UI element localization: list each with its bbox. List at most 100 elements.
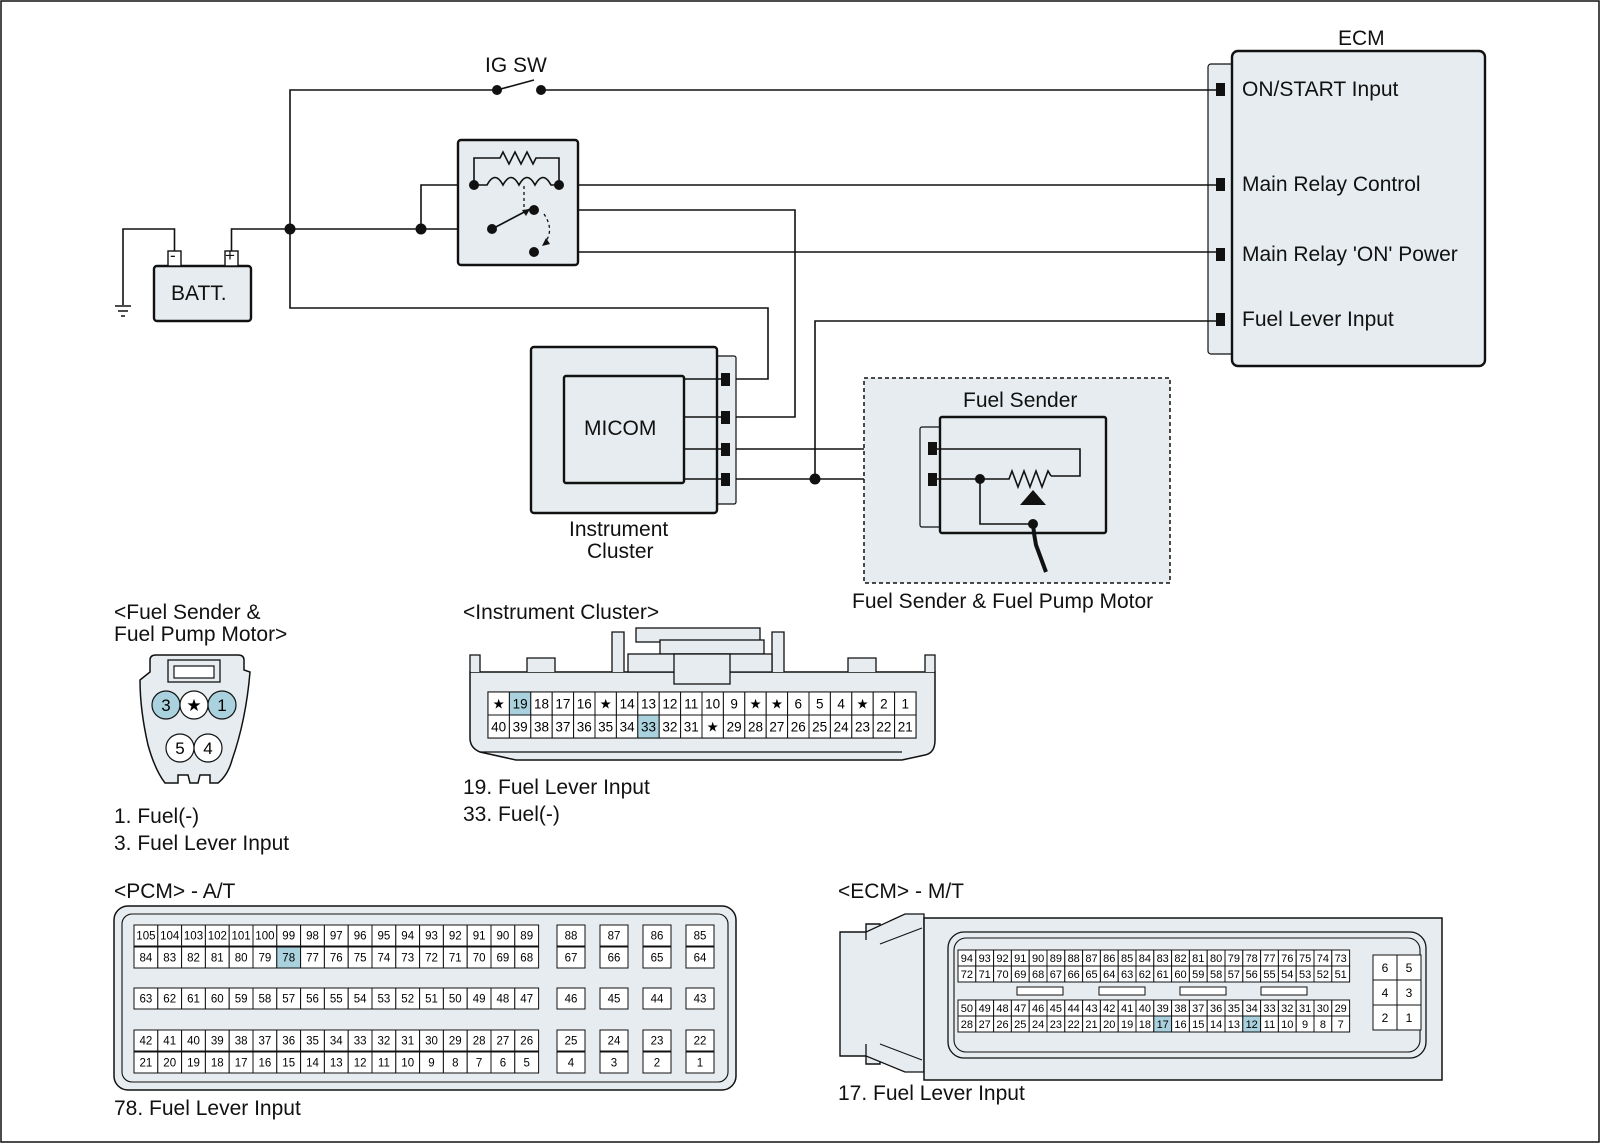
pcm-pin-cell: [556, 987, 586, 1010]
pcm-pin-label: 29: [449, 1036, 462, 1048]
ecm-pin-label: 68: [1032, 969, 1044, 981]
pcm-pin-label: 89: [520, 931, 533, 943]
cluster-pin-label: 17: [555, 696, 570, 711]
pcm-pin-label: 25: [565, 1036, 578, 1048]
ecm-pin-label: 6: [1382, 961, 1389, 975]
cluster-pin-label: 14: [620, 696, 636, 711]
cluster-pin-label: 28: [748, 719, 763, 734]
pcm-pin-label: 90: [497, 931, 510, 943]
pcm-pin-cell: [685, 987, 715, 1010]
pcm-pin-label: 94: [401, 931, 414, 943]
pcm-pin-label: 40: [187, 1036, 200, 1048]
ecm-pin-label: 87: [1085, 953, 1097, 965]
ecm-pin-label: 17: [1157, 1019, 1169, 1031]
cluster-pin-label: 25: [812, 719, 827, 734]
ecm-pin-label: 67: [1050, 969, 1062, 981]
ecm-pin-label: 34: [1246, 1003, 1258, 1015]
ecm-pin-label: 55: [1263, 969, 1275, 981]
ecm-connector-title: <ECM> - M/T: [838, 880, 965, 903]
pcm-pin-label: 7: [476, 1058, 482, 1070]
pcm-pin-label: 67: [565, 953, 578, 965]
ecm-pin-cell: [1331, 1015, 1351, 1033]
ecm-pin-label: 4: [1382, 986, 1389, 1000]
pcm-pin-label: 103: [184, 931, 203, 943]
ecm-legend: 17. Fuel Lever Input: [838, 1082, 1025, 1105]
cluster-pin-label: 6: [795, 696, 803, 711]
ecm-pin-label: 29: [1335, 1003, 1347, 1015]
pcm-pin-label: 68: [520, 953, 533, 965]
ecm-pin-label: 24: [1032, 1019, 1044, 1031]
cluster-pin-label: ★: [771, 696, 783, 711]
pcm-pin-label: 80: [235, 953, 248, 965]
ecm-pin-label: 10: [1281, 1019, 1293, 1031]
ecm-pin-label: 52: [1317, 969, 1329, 981]
pcm-pin-label: 75: [354, 953, 367, 965]
pcm-pin-cell: [642, 1051, 672, 1074]
pcm-pin-cell: [514, 987, 540, 1010]
pcm-pin-label: 18: [211, 1058, 224, 1070]
ecm-pin-label: 7: [1338, 1019, 1344, 1031]
pcm-pin-label: 49: [473, 994, 486, 1006]
pcm-pin-label: 55: [330, 994, 343, 1006]
pcm-pin-cell: [514, 924, 540, 947]
pcm-pin-cell: [514, 946, 540, 969]
ecm-pin-label: 26: [996, 1019, 1008, 1031]
ecm-pin-label: 63: [1121, 969, 1133, 981]
ecm-pin-label: 56: [1246, 969, 1258, 981]
pcm-pin-label: 73: [401, 953, 414, 965]
pcm-pin-label: 79: [259, 953, 272, 965]
pcm-pin-cell: [556, 946, 586, 969]
cluster-pin-label: 2: [880, 696, 888, 711]
cluster-pin-label: 35: [598, 719, 613, 734]
pcm-pin-label: 47: [520, 994, 533, 1006]
pcm-pin-label: 45: [608, 994, 621, 1006]
pcm-pin-label: 2: [654, 1058, 660, 1070]
fuel-pin-1: 1: [217, 696, 226, 715]
fuel-connector-title-2: Fuel Pump Motor>: [114, 623, 288, 646]
pcm-pin-cell: [599, 1029, 629, 1052]
cluster-pin-label: ★: [600, 696, 612, 711]
ecm-pin-label: 43: [1085, 1003, 1097, 1015]
pcm-pin-label: 42: [140, 1036, 153, 1048]
pcm-pin-label: 31: [401, 1036, 414, 1048]
pcm-pin-label: 88: [565, 931, 578, 943]
ecm-pin-label: 72: [961, 969, 973, 981]
ecm-pin-label: 66: [1068, 969, 1080, 981]
battery-plus: +: [225, 246, 235, 265]
ecm-pin-label: 58: [1210, 969, 1222, 981]
cluster-legend-2: 33. Fuel(-): [463, 803, 560, 826]
pcm-pin-label: 4: [568, 1058, 575, 1070]
ecm-pin-label: 69: [1014, 969, 1026, 981]
ecm-pin-label: 38: [1174, 1003, 1186, 1015]
pcm-pin-label: 56: [306, 994, 319, 1006]
ecm-pin-label: 39: [1157, 1003, 1169, 1015]
ecm-pin-label: 78: [1246, 953, 1258, 965]
pcm-pin-cell: [642, 1029, 672, 1052]
fuel-legend-2: 3. Fuel Lever Input: [114, 832, 290, 855]
pcm-pin-label: 39: [211, 1036, 224, 1048]
pcm-pin-label: 97: [330, 931, 343, 943]
pcm-pin-label: 93: [425, 931, 438, 943]
ecm-pin-label: 92: [996, 953, 1008, 965]
pcm-pin-label: 15: [282, 1058, 295, 1070]
pcm-pin-label: 98: [306, 931, 319, 943]
pcm-pin-label: 27: [497, 1036, 510, 1048]
fuel-connector-diagram: 3 ★ 1 5 4: [139, 654, 251, 784]
cluster-pin-label: 27: [769, 719, 784, 734]
pcm-pin-label: 65: [651, 953, 664, 965]
ecm-pin-label: 77: [1263, 953, 1275, 965]
pcm-pin-label: 78: [282, 953, 295, 965]
cluster-pin-label: 11: [684, 696, 698, 711]
cluster-pin-label: 29: [727, 719, 742, 734]
ecm-pin-label: 93: [979, 953, 991, 965]
cluster-pin-label: 16: [577, 696, 592, 711]
ecm-pin-label: 21: [1085, 1019, 1097, 1031]
ecm-pin-label: 83: [1157, 953, 1169, 965]
ig-switch-label: IG SW: [485, 54, 547, 77]
fuel-connector-title-1: <Fuel Sender &: [114, 601, 261, 624]
pcm-pin-cell: [685, 1051, 715, 1074]
pcm-pin-label: 46: [565, 994, 578, 1006]
